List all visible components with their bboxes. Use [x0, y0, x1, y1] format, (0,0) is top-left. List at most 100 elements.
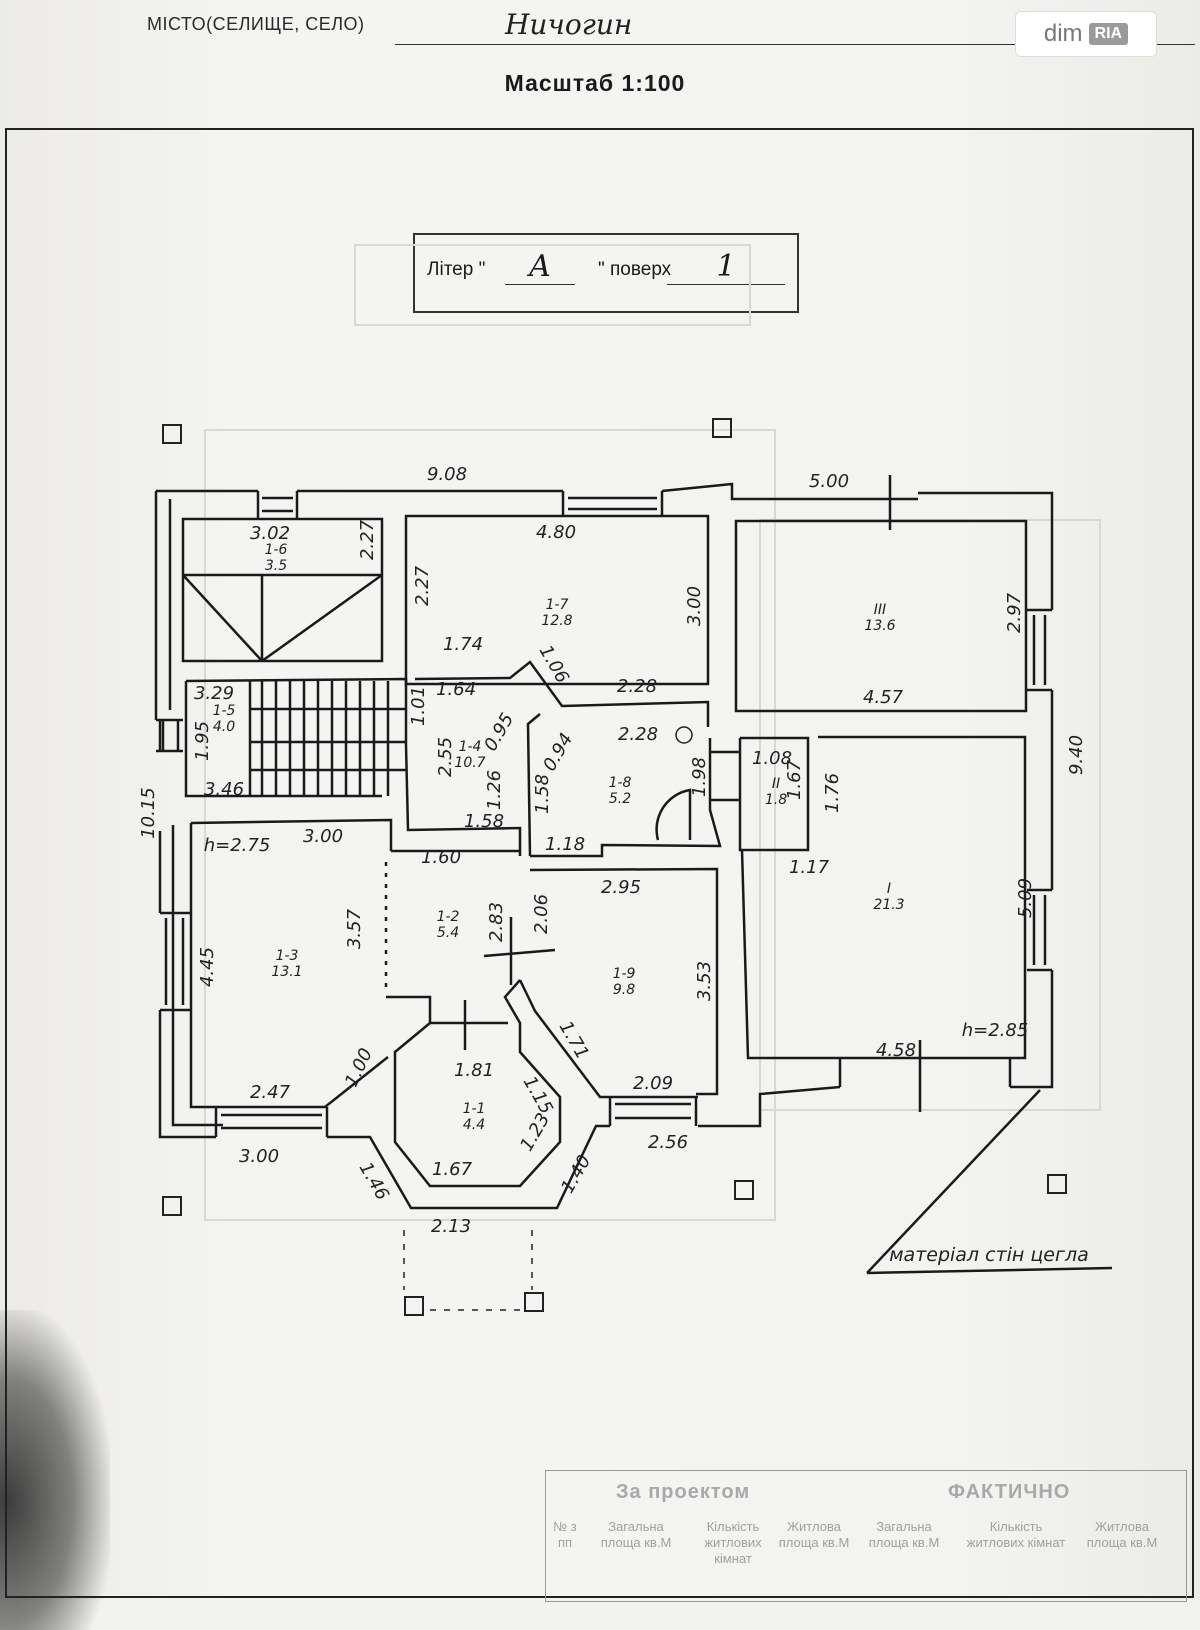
dimension: 4.45 — [197, 947, 218, 987]
dimension: 1.81 — [454, 1060, 494, 1081]
dimension: 1.18 — [545, 834, 585, 855]
floor-value: 1 — [667, 249, 785, 285]
table-column-header: Житлова площа кв.М — [1086, 1519, 1158, 1550]
room-area: 5.4 — [437, 925, 459, 941]
dimension: 1.00 — [341, 1045, 377, 1090]
city-label: МІСТО(СЕЛИЩЕ, СЕЛО) — [147, 14, 365, 34]
letter-label: Літер " — [427, 259, 486, 280]
room-code: 1-8 — [609, 775, 632, 791]
room-area: 1.8 — [765, 792, 787, 808]
room-labels: 1-6 3.5 1-7 12.8 III 13.6 1-5 4.0 1-4 10… — [213, 542, 905, 1133]
dimension: 5.00 — [809, 471, 849, 492]
dimension: 1.95 — [192, 721, 213, 761]
dimension: 2.55 — [435, 737, 456, 777]
dimension: 3.29 — [194, 683, 234, 704]
room-code: 1-9 — [613, 966, 636, 982]
dimension: 2.09 — [633, 1073, 673, 1094]
room-area: 3.5 — [265, 558, 287, 574]
dimension: 3.02 — [250, 523, 290, 544]
room-area: 4.4 — [463, 1117, 485, 1133]
dimension: 3.46 — [204, 779, 244, 800]
room-area: 13.6 — [864, 618, 895, 634]
dimension: 3.00 — [303, 826, 343, 847]
dimension: 1.71 — [555, 1018, 593, 1063]
table-column-header: Кількість житлових кімнат — [966, 1519, 1066, 1550]
table-column-header: № з пп — [553, 1519, 577, 1550]
dimension: 3.53 — [694, 961, 715, 1001]
dimension: 1.08 — [752, 748, 792, 769]
city-value: Ничогин — [505, 8, 633, 41]
dimension: 3.00 — [684, 586, 705, 626]
room-area: 13.1 — [271, 964, 302, 980]
dimension: 2.95 — [601, 877, 641, 898]
dimension: 1.01 — [408, 686, 429, 726]
walls — [154, 475, 1113, 1275]
title-block: Літер " А " поверх 1 — [413, 233, 799, 313]
room-code: 1-2 — [437, 909, 460, 925]
table-heading-actual: ФАКТИЧНО — [948, 1481, 1071, 1503]
room-code: 1-5 — [213, 703, 236, 719]
dimension: 3.57 — [344, 908, 365, 949]
dimension: 1.98 — [689, 757, 710, 797]
room-code: I — [887, 881, 891, 897]
dimension-labels: 9.08 5.00 3.02 2.27 2.27 4.80 3.00 2.97 … — [138, 464, 1087, 1237]
dimension: 5.09 — [1015, 878, 1036, 918]
drawing-frame — [5, 128, 1194, 1598]
dimension: 1.26 — [484, 770, 505, 810]
dimension: 4.58 — [876, 1040, 916, 1061]
dimension: 9.08 — [427, 464, 467, 485]
room-code: 1-6 — [265, 542, 288, 558]
dimension: 1.06 — [535, 642, 573, 687]
room-area: 4.0 — [213, 719, 235, 735]
scale-title: Масштаб 1:100 — [504, 70, 686, 96]
dimension: 3.00 — [239, 1146, 279, 1167]
dimension: 1.58 — [532, 774, 553, 814]
room-code: 1-4 — [459, 739, 482, 755]
room-code: 1-3 — [276, 948, 299, 964]
summary-table: За проектом ФАКТИЧНО № з пп Загальна пло… — [545, 1470, 1187, 1602]
dimension: 10.15 — [138, 787, 159, 839]
dimria-watermark-logo: dim RIA — [1015, 11, 1157, 57]
dimension: 4.57 — [863, 687, 904, 708]
dimension: 1.17 — [789, 857, 830, 878]
room-area: 5.2 — [609, 791, 631, 807]
room-code: III — [874, 602, 886, 618]
dimension: 2.28 — [618, 724, 658, 745]
dimension: 2.97 — [1004, 592, 1025, 633]
corner-markers — [162, 418, 1067, 1316]
table-column-header: Кількість житлових кімнат — [704, 1519, 762, 1566]
table-column-header: Загальна площа кв.М — [600, 1519, 672, 1550]
letter-value: А — [505, 249, 575, 285]
logo-text: dim — [1043, 20, 1083, 47]
dimension: 1.64 — [436, 679, 476, 700]
dimension: h=2.85 — [962, 1020, 1029, 1041]
floor-label: " поверх — [598, 259, 672, 280]
dimension: 1.74 — [443, 634, 483, 655]
dimension: 1.40 — [557, 1152, 595, 1197]
table-column-header: Загальна площа кв.М — [868, 1519, 940, 1550]
table-heading-project: За проектом — [616, 1481, 751, 1503]
dimension: 1.60 — [421, 847, 461, 868]
dimension: 2.27 — [412, 565, 433, 606]
dimension: 2.28 — [617, 676, 657, 697]
dimension: 2.06 — [531, 894, 552, 934]
room-area: 9.8 — [613, 982, 635, 998]
dimension: 2.13 — [431, 1216, 471, 1237]
dimension: 1.58 — [464, 811, 504, 832]
dimension: 2.27 — [357, 519, 378, 560]
table-column-header: Житлова площа кв.М — [778, 1519, 850, 1550]
dimension: 4.80 — [536, 522, 576, 543]
photo-shadow — [0, 1310, 110, 1630]
dimension: 2.47 — [250, 1082, 291, 1103]
dimension: 2.83 — [486, 902, 507, 942]
dimension: 0.94 — [539, 730, 577, 775]
porch-dashes — [403, 1230, 533, 1311]
dimension: 1.76 — [822, 773, 843, 813]
room-area: 21.3 — [873, 897, 904, 913]
logo-badge: RIA — [1088, 23, 1129, 45]
room-code: 1-1 — [463, 1101, 486, 1117]
room-area: 10.7 — [454, 755, 485, 771]
room-area: 12.8 — [541, 613, 572, 629]
